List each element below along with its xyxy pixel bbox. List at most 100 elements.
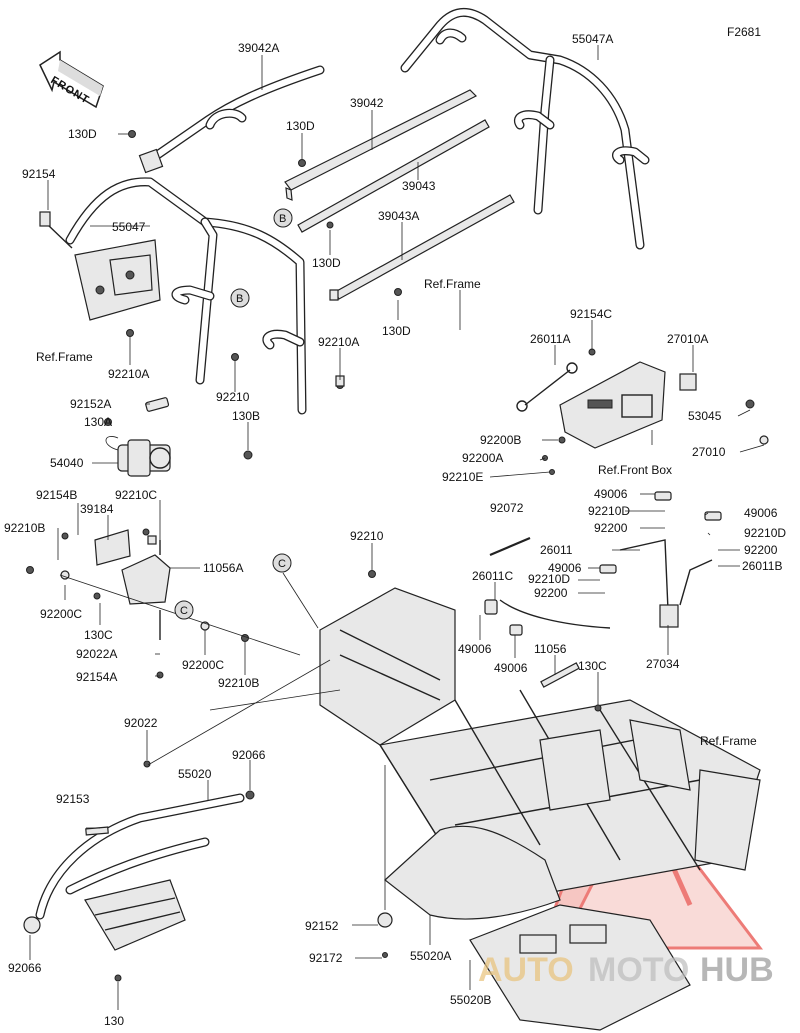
ref-frame-left: Ref.Frame (36, 350, 93, 364)
label-92200B: 92200B (480, 433, 521, 447)
brace-39042A (138, 65, 325, 174)
label-92153: 92153 (56, 792, 90, 806)
front-arrow-icon: FRONT (39, 50, 104, 109)
callout-c-right: C (272, 553, 292, 573)
callout-b-top-label: B (279, 213, 286, 225)
label-11056A: 11056A (203, 561, 243, 575)
label-55020B: 55020B (450, 993, 491, 1007)
label-92154C: 92154C (570, 307, 612, 321)
label-92210B: 92210B (4, 521, 45, 535)
cable-92072 (489, 536, 531, 557)
label-130D: 130D (286, 119, 315, 133)
label-92154: 92154 (22, 167, 56, 181)
label-39042A: 39042A (238, 41, 279, 55)
label-92154A: 92154A (76, 670, 117, 684)
label-49006: 49006 (494, 661, 528, 675)
label-92210: 92210 (350, 529, 384, 543)
callout-b-mid-label: B (236, 293, 243, 305)
label-130A: 130A (84, 415, 112, 429)
label-92210B: 92210B (218, 676, 259, 690)
fasteners (26, 130, 769, 982)
label-27034: 27034 (646, 657, 680, 671)
roof-beam-39042 (284, 89, 478, 201)
callout-c-left-label: C (180, 605, 188, 617)
callout-b-top: B (273, 208, 293, 228)
label-27010A: 27010A (667, 332, 708, 346)
label-92210E: 92210E (442, 470, 483, 484)
label-92066: 92066 (8, 961, 42, 975)
label-130D: 130D (68, 127, 97, 141)
cage-mount-bracket (39, 211, 161, 321)
roof-beam-39043A (329, 194, 515, 301)
leader-lines (29, 45, 765, 1010)
label-92210A: 92210A (318, 335, 359, 349)
label-130D: 130D (382, 324, 411, 338)
label-49006: 49006 (548, 561, 582, 575)
label-92022: 92022 (124, 716, 158, 730)
part-labels: 39042A 55047A 130D 130D 39042 92154 3904… (4, 32, 786, 1028)
callout-c-right-label: C (278, 558, 286, 570)
front-box-dash (559, 361, 697, 449)
label-92072: 92072 (490, 501, 524, 515)
label-26011B: 26011B (742, 559, 782, 573)
label-92200: 92200 (744, 543, 778, 557)
ref-frame-right: Ref.Frame (700, 734, 757, 748)
label-130: 130 (104, 1014, 124, 1028)
label-54040: 54040 (50, 456, 84, 470)
label-130B: 130B (232, 409, 260, 423)
figure-code: F2681 (727, 25, 761, 39)
label-49006: 49006 (458, 642, 492, 656)
roll-cage-right (400, 7, 650, 250)
label-26011A: 26011A (530, 332, 570, 346)
label-92210D: 92210D (744, 526, 786, 540)
callout-b-mid: B (230, 288, 250, 308)
label-55020A: 55020A (410, 949, 451, 963)
roll-cage-left (65, 177, 307, 415)
label-92200: 92200 (594, 521, 628, 535)
label-39042: 39042 (350, 96, 384, 110)
label-11056: 11056 (534, 642, 567, 656)
label-130C: 130C (578, 659, 607, 673)
label-92210A: 92210A (108, 367, 149, 381)
label-26011C: 26011C (472, 569, 513, 583)
label-92152A: 92152A (70, 397, 111, 411)
cable-26011A (516, 362, 578, 412)
label-130C: 130C (84, 628, 113, 642)
ref-frame-top: Ref.Frame (424, 277, 481, 291)
watermark-word-right: HUB (700, 951, 774, 989)
label-92200C: 92200C (182, 658, 224, 672)
watermark-text: AUTO MOTO HUB (478, 951, 774, 989)
cable-26011-assembly (484, 491, 722, 636)
label-26011: 26011 (540, 543, 573, 557)
skid-plate-55020A (384, 825, 561, 920)
roof-beam-39043 (297, 119, 490, 233)
label-92210D: 92210D (528, 572, 570, 586)
skid-plate-55020B (469, 904, 691, 1031)
label-92210C: 92210C (115, 488, 157, 502)
label-55047A: 55047A (572, 32, 613, 46)
label-92210D: 92210D (588, 504, 630, 518)
label-55020: 55020 (178, 767, 212, 781)
label-92154B: 92154B (36, 488, 77, 502)
label-55047: 55047 (112, 220, 146, 234)
label-92200: 92200 (534, 586, 568, 600)
bracket-11056A (94, 529, 171, 640)
label-92152: 92152 (305, 919, 339, 933)
label-92200C: 92200C (40, 607, 82, 621)
label-49006: 49006 (594, 487, 628, 501)
label-39043: 39043 (402, 179, 436, 193)
label-92172: 92172 (309, 951, 343, 965)
watermark-word-left: AUTO (478, 951, 574, 989)
label-49006: 49006 (744, 506, 778, 520)
label-130D: 130D (312, 256, 341, 270)
label-92210: 92210 (216, 390, 250, 404)
callout-c-left: C (174, 600, 194, 620)
label-39184: 39184 (80, 502, 114, 516)
label-92200A: 92200A (462, 451, 503, 465)
label-92022A: 92022A (76, 647, 117, 661)
front-bumper-55020 (23, 793, 245, 951)
pin-92152A (145, 397, 170, 412)
label-39043A: 39043A (378, 209, 419, 223)
label-92066: 92066 (232, 748, 266, 762)
